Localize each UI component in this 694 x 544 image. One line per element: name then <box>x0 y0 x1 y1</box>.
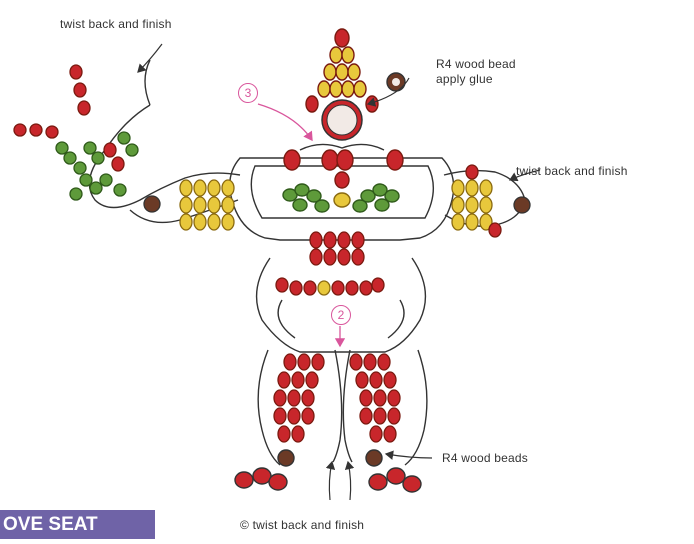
step-arrows <box>258 104 340 346</box>
leg-beads <box>274 354 400 442</box>
step-3-badge: 3 <box>238 83 258 103</box>
label-twist-back-bottom: © twist back and finish <box>240 518 364 532</box>
label-feet-wood-beads: R4 wood beads <box>442 451 528 465</box>
label-head-wood-bead: R4 wood bead apply glue <box>436 57 516 87</box>
hand-wood-bead-icon <box>387 73 405 91</box>
step-2-badge: 2 <box>331 305 351 325</box>
feet-beads <box>235 450 421 492</box>
left-arm-beads <box>14 65 160 212</box>
step-3-number: 3 <box>245 86 252 100</box>
label-twist-back-right: twist back and finish <box>516 164 628 178</box>
belly-beads <box>276 232 384 295</box>
section-banner: OVE SEAT <box>0 510 155 539</box>
neck-beads <box>284 150 403 188</box>
head-wood-bead <box>322 100 362 140</box>
label-twist-back-top: twist back and finish <box>60 17 172 31</box>
step-2-number: 2 <box>338 308 345 322</box>
